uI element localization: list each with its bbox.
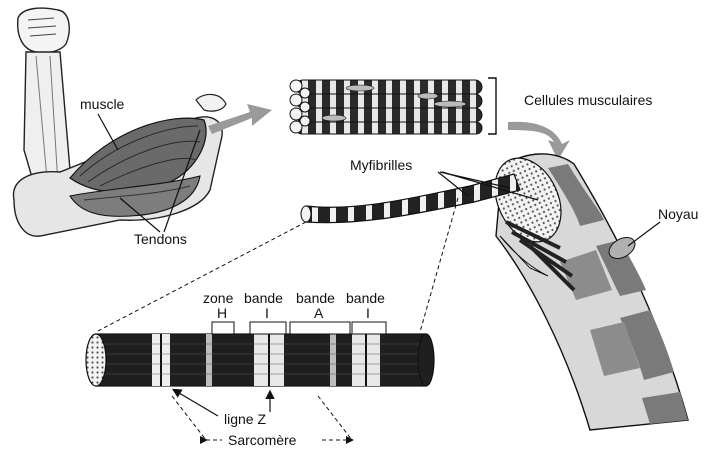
bundle-end-caps — [290, 80, 310, 133]
muscle-cell-bundle — [290, 78, 496, 134]
label-band-a-letter: A — [314, 306, 323, 320]
nucleus-pointer — [628, 222, 660, 246]
zoom-line-left — [96, 222, 306, 332]
myofibril-tube — [301, 174, 520, 223]
label-band-i-1: bande — [244, 291, 283, 305]
label-zone: zone — [203, 291, 233, 305]
z-line-pointer-left — [174, 390, 218, 416]
label-band-a: bande — [296, 291, 335, 305]
shoulder-bone — [196, 94, 226, 111]
zoom-line-right — [420, 198, 458, 332]
label-tendons: Tendons — [134, 232, 187, 246]
sarcomere-cylinder — [86, 334, 434, 386]
label-muscle: muscle — [80, 97, 124, 111]
label-band-i-1-letter: I — [265, 306, 269, 320]
label-muscle-cells: Cellules musculaires — [524, 93, 652, 107]
fist-outline — [18, 8, 70, 53]
label-nucleus: Noyau — [658, 207, 698, 221]
label-band-i-2: bande — [346, 291, 385, 305]
band-brackets — [212, 322, 386, 334]
label-h: H — [217, 306, 227, 320]
label-sarcomere: Sarcomère — [228, 433, 296, 447]
arm-illustration — [13, 8, 226, 236]
label-z-line: ligne Z — [224, 412, 266, 426]
label-band-i-2-letter: I — [366, 306, 370, 320]
label-myofibrils: Myfibrilles — [350, 158, 412, 172]
cells-bracket — [488, 78, 496, 134]
